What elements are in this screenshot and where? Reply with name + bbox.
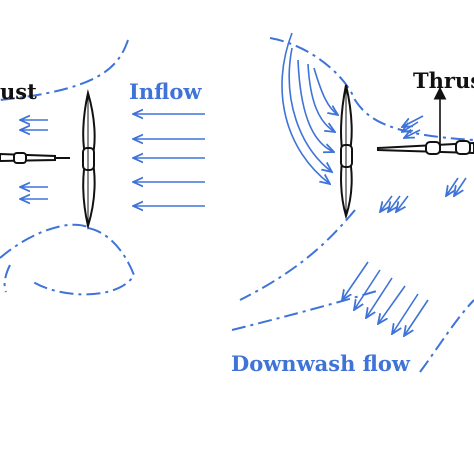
right-inflow-arrows xyxy=(402,115,424,138)
left-rotor xyxy=(82,89,96,230)
left-panel: ust Inflow xyxy=(0,39,205,296)
left-streamtube-boundary xyxy=(0,39,136,296)
left-wake-arrows xyxy=(20,120,48,199)
thrust-label-right: Thrus xyxy=(413,68,474,93)
inflow-arrows xyxy=(133,114,205,206)
downwash-arrows xyxy=(342,177,467,336)
inflow-label: Inflow xyxy=(129,79,202,104)
recirculation-arrows xyxy=(281,32,338,184)
downwash-flow-label: Downwash flow xyxy=(231,351,411,376)
thrust-label-left: ust xyxy=(0,79,37,104)
right-rotor xyxy=(340,84,353,220)
right-panel: Thrus Downwash flow xyxy=(231,32,474,376)
left-propeller xyxy=(0,152,70,164)
right-propeller xyxy=(377,140,474,155)
right-streamtube-boundary xyxy=(231,37,474,373)
